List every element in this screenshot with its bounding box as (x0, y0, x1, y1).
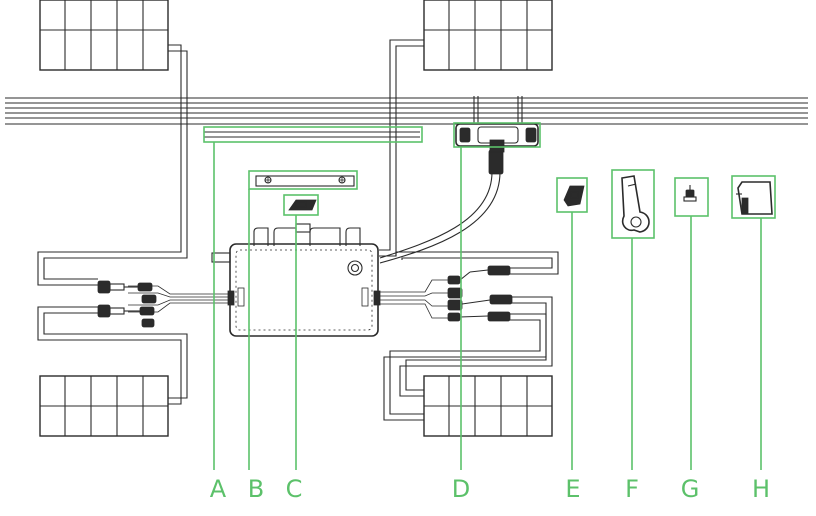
callout-label-g: G (681, 475, 700, 503)
solar-panel-top-right (423, 0, 553, 71)
solar-panel-top-left (39, 0, 169, 71)
part-b-bracket (255, 175, 355, 187)
ac-trunk-cable (379, 149, 504, 264)
highlight-box-h (731, 175, 776, 219)
inverter-leads-right (380, 279, 448, 319)
dc-cable-right-middle (399, 296, 553, 397)
callout-label-e: E (565, 475, 580, 503)
callout-label-c: C (286, 475, 303, 503)
dc-cable-right-lower (383, 313, 547, 421)
mc4-connectors-left (97, 280, 157, 328)
highlight-boxes (203, 122, 776, 239)
solar-panel-bottom-left (39, 375, 169, 437)
part-a-cable (204, 131, 420, 138)
part-c-connector (288, 199, 317, 211)
highlight-box-c (283, 194, 319, 216)
dc-cable-left-upper (37, 44, 188, 286)
callout-label-h: H (752, 475, 770, 503)
callout-label-d: D (452, 475, 470, 503)
part-h-box (736, 181, 773, 215)
dc-cable-left-lower (37, 306, 188, 405)
callout-label-a: A (210, 475, 227, 503)
callout-label-f: F (625, 475, 639, 503)
mounting-rails (5, 97, 808, 125)
solar-panel-bottom-right (423, 375, 553, 437)
highlight-box-b (248, 170, 358, 190)
callout-labels: A B C D E F G H (210, 475, 770, 503)
part-g-cap (683, 185, 697, 202)
highlight-box-a (203, 126, 423, 143)
leader-lines (213, 142, 762, 470)
callout-label-b: B (248, 475, 264, 503)
trunk-connector (455, 96, 539, 153)
mc4-connectors-right (447, 265, 513, 322)
part-f-unlocking-tool (621, 175, 650, 233)
dc-cable-right-upper (379, 39, 424, 257)
highlight-box-f (611, 169, 655, 239)
part-e-end-cap (563, 185, 585, 207)
highlight-box-d (453, 122, 541, 148)
